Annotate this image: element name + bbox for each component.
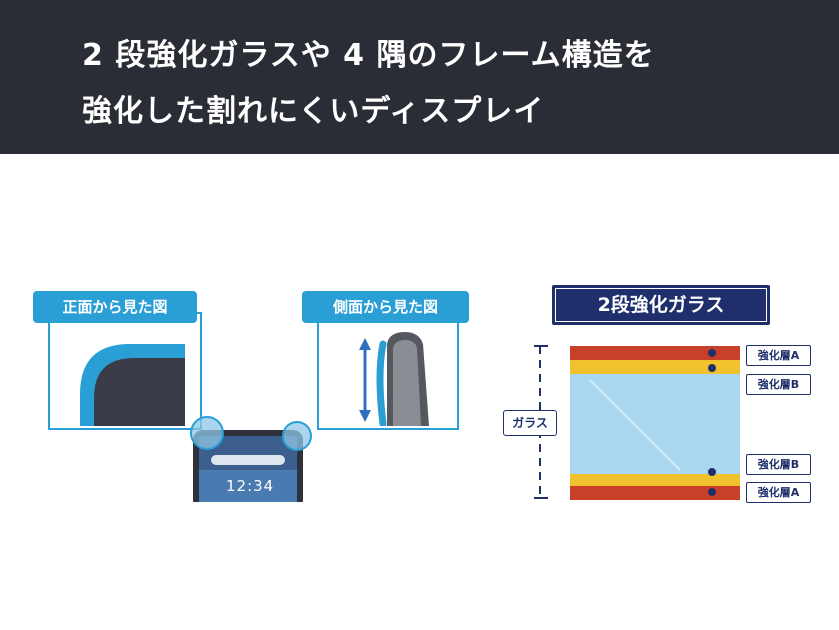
header-banner: 2 段強化ガラスや 4 隅のフレーム構造を 強化した割れにくいディスプレイ	[0, 0, 839, 154]
glass-layers-illustration	[534, 345, 740, 500]
layer-tag-bottom-b: 強化層B	[746, 454, 811, 475]
front-view-label: 正面から見た図	[33, 291, 197, 323]
glass-diagram-title-text: 2段強化ガラス	[555, 288, 767, 322]
side-view-label: 側面から見た図	[302, 291, 469, 323]
layer-tag-top-b: 強化層B	[746, 374, 811, 395]
glass-label: ガラス	[503, 410, 557, 436]
phone-illustration	[190, 416, 312, 502]
front-corner-illustration	[80, 344, 185, 426]
glass-diagram-title: 2段強化ガラス	[552, 285, 770, 325]
side-edge-illustration	[359, 332, 429, 426]
headline-line-1: 2 段強化ガラスや 4 隅のフレーム構造を	[82, 38, 655, 73]
phone-clock: 12:34	[226, 477, 275, 495]
headline-line-2: 強化した割れにくいディスプレイ	[82, 94, 545, 129]
layer-tag-top-a: 強化層A	[746, 345, 811, 366]
layer-tag-bottom-a: 強化層A	[746, 482, 811, 503]
